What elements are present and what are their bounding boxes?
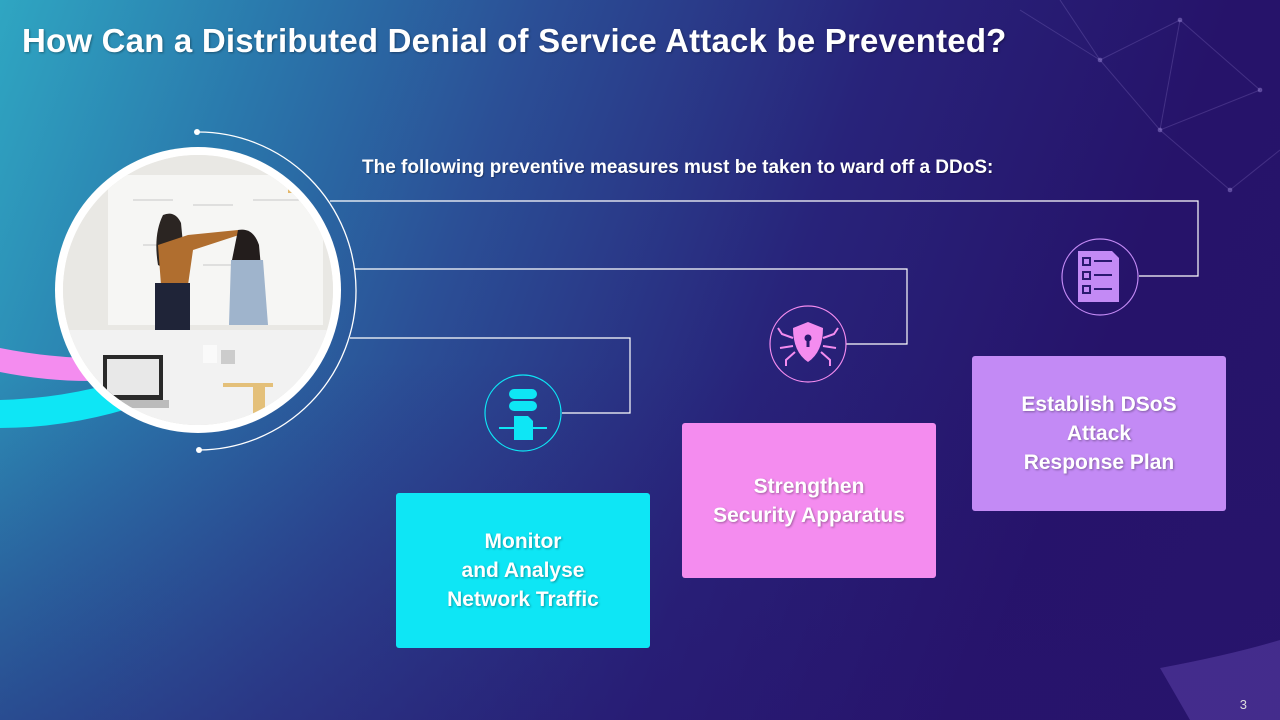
- step-2-line-2: Security Apparatus: [713, 503, 905, 527]
- corner-arc-decoration: [1160, 640, 1280, 720]
- step-1-line-3: Network Traffic: [447, 588, 599, 611]
- checklist-document-icon: [1061, 238, 1139, 316]
- slide-subtitle: The following preventive measures must b…: [362, 157, 994, 178]
- step-1-line-2: and Analyse: [461, 559, 585, 582]
- outer-arc: [196, 131, 357, 451]
- step-1-line-1: Monitor: [484, 530, 562, 553]
- step-3-line-1: Establish DSoS: [1021, 393, 1177, 416]
- step-2-line-1: Strengthen: [753, 474, 865, 498]
- slide-title: How Can a Distributed Denial of Service …: [22, 22, 1007, 59]
- step-3-line-3: Response Plan: [1023, 451, 1175, 474]
- page-number: 3: [1239, 697, 1247, 712]
- team-whiteboard-photo: [55, 147, 341, 433]
- connector-lines: [330, 200, 1199, 414]
- step-3-line-2: Attack: [1066, 422, 1132, 445]
- network-mesh-decoration: [1019, 0, 1280, 193]
- shield-lock-circuit-icon: [769, 305, 847, 383]
- server-network-icon: [484, 374, 562, 452]
